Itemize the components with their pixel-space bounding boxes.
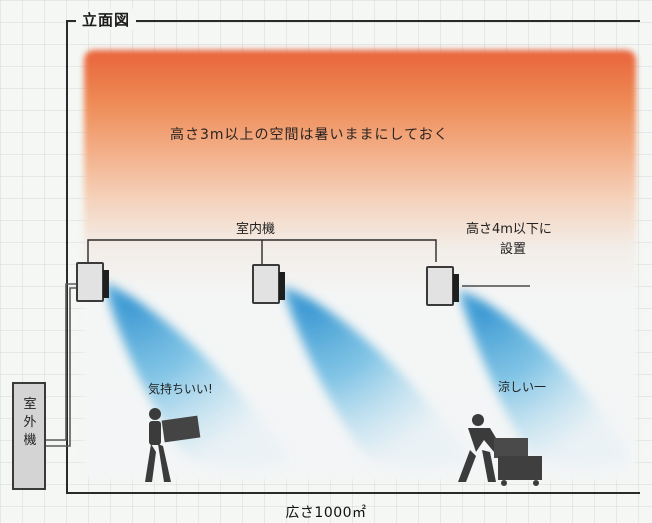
- comment-left: 気持ちいい!: [148, 382, 213, 396]
- worker-pushing-cart: [458, 414, 542, 486]
- hot-zone-caption: 高さ3m以上の空間は暑いままにしておく: [170, 127, 449, 143]
- refrigerant-pipe: [46, 283, 84, 447]
- indoor-unit-left: [76, 262, 109, 302]
- install-note-line1: 高さ4m以下に: [466, 222, 552, 237]
- worker-carrying-box: [145, 408, 201, 482]
- cold-air-plume-middle: [282, 286, 470, 468]
- indoor-unit-middle: [252, 264, 285, 304]
- cold-air-plume-left: [104, 282, 290, 468]
- outdoor-unit: 室外機: [12, 382, 46, 490]
- comment-right: 涼しい一: [498, 380, 547, 394]
- indoor-unit-bracket: [87, 239, 437, 264]
- outdoor-unit-label: 室外機: [23, 397, 37, 448]
- install-note-line2: 設置: [500, 242, 527, 257]
- cold-air-plume-right: [458, 290, 630, 468]
- diagram-title: 立面図: [76, 9, 137, 30]
- indoor-unit-right: [426, 266, 459, 306]
- room-frame: [66, 20, 640, 494]
- indoor-unit-label: 室内機: [236, 222, 276, 237]
- area-label: 広さ1000㎡: [285, 505, 367, 521]
